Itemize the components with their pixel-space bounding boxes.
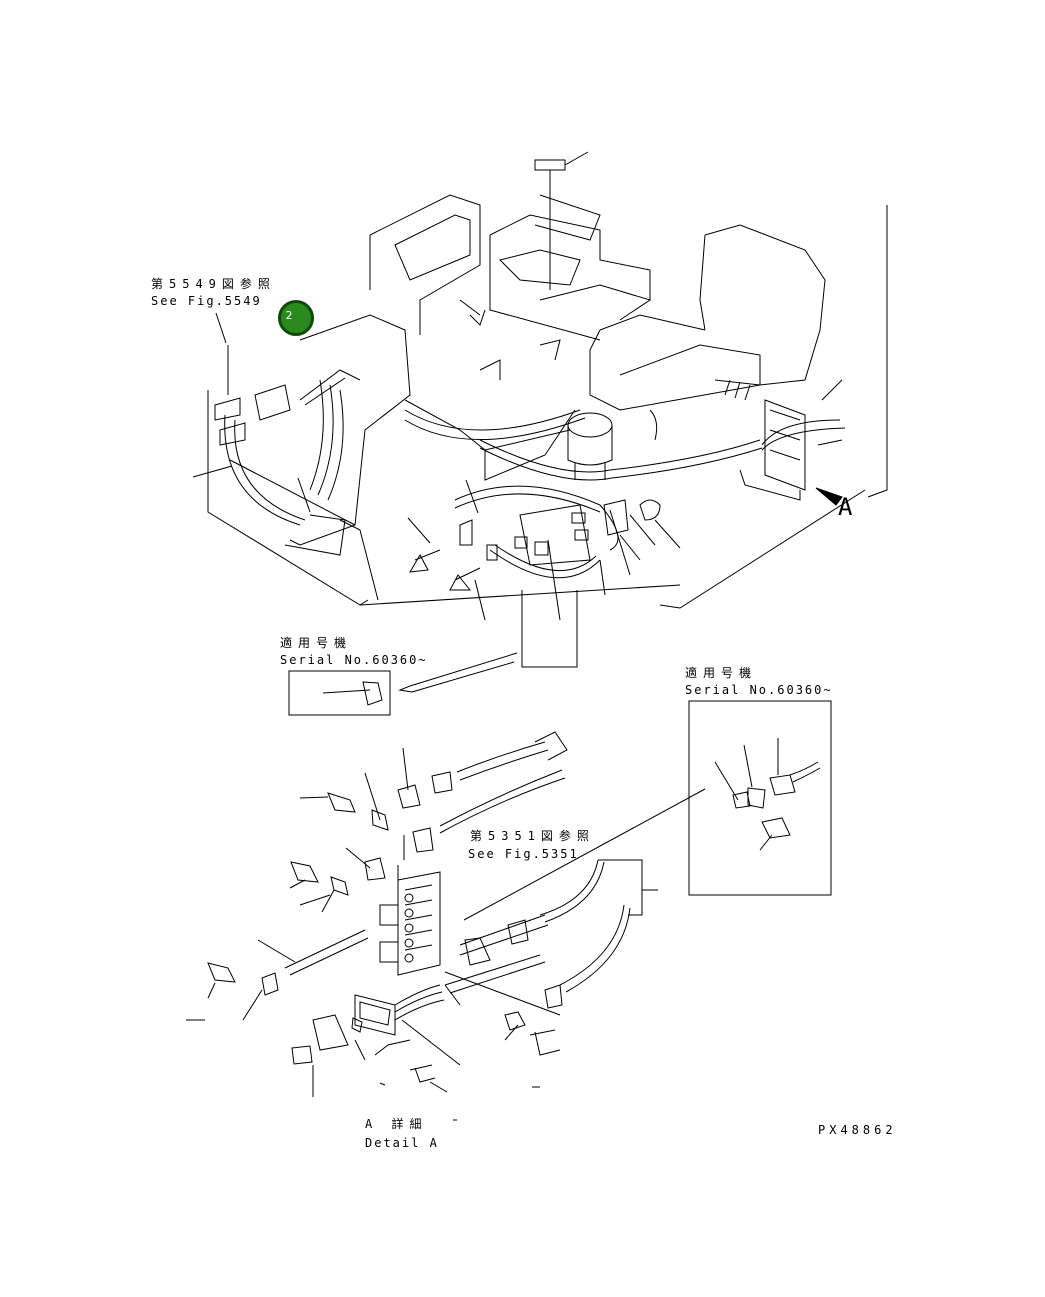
drawing-number: PX48862: [818, 1123, 897, 1137]
serial-box-left: [288, 670, 391, 716]
serial-box-right: [688, 700, 832, 896]
detail-a-en: Detail A: [365, 1136, 439, 1150]
serial-top-jp: 適用号機: [280, 636, 353, 650]
ref-fig5549-jp: 第5549図参照: [151, 277, 276, 291]
ref-fig5549-en: See Fig.5549: [151, 294, 262, 308]
ref-fig5351-en: See Fig.5351: [468, 847, 579, 861]
detail-a-assembly: [186, 731, 706, 1121]
serial-top-en: Serial No.60360~: [280, 653, 428, 667]
callout-number: 2: [285, 308, 293, 322]
view-a-letter: A: [838, 493, 853, 521]
detail-a-jp: A 詳細: [365, 1117, 428, 1131]
callout-marker-2[interactable]: 2: [278, 300, 314, 336]
ref-fig5351-jp: 第5351図参照: [470, 829, 595, 843]
serial-right-en: Serial No.60360~: [685, 683, 833, 697]
serial-right-jp: 適用号機: [685, 666, 758, 680]
cab-floor-assembly: [192, 151, 888, 693]
